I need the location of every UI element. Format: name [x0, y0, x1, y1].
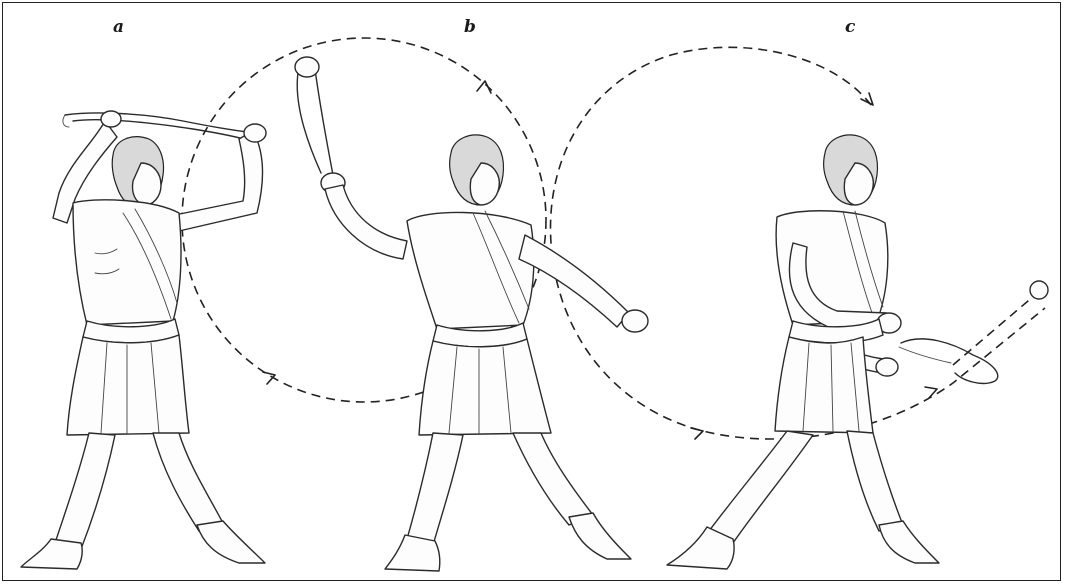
arrowhead-lower-right-circle: [691, 428, 703, 439]
sling-throw-illustration: [3, 3, 1062, 582]
sling-stone: [1030, 281, 1048, 299]
figure-b: [295, 57, 648, 571]
arrowhead-right-release: [925, 387, 937, 398]
arrowhead-lower-left-circle: [263, 372, 275, 384]
figure-a: [21, 111, 266, 569]
